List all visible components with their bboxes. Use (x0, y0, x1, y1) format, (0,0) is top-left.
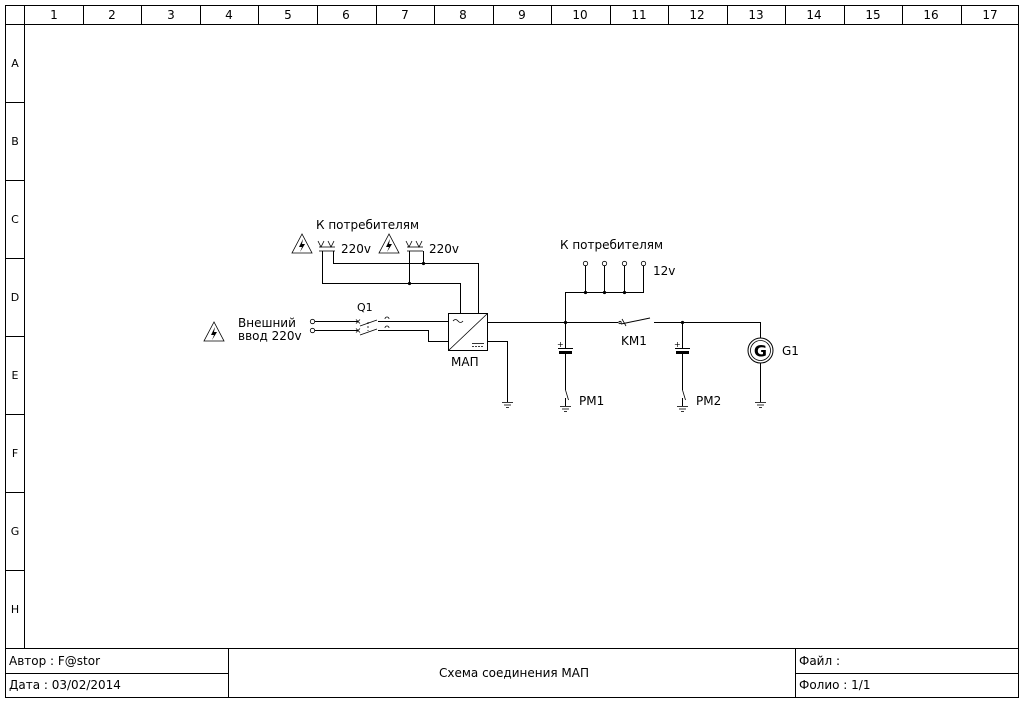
input-terminal (309, 318, 316, 325)
row-label: C (11, 213, 19, 226)
external-input-label: Внешний (238, 316, 296, 330)
voltage-12-label: 12v (653, 264, 675, 278)
socket-220-icon (405, 240, 423, 252)
high-voltage-warning-icon (203, 321, 225, 342)
ground-wiring (487, 341, 508, 402)
row-label: F (12, 447, 18, 460)
socket1-voltage: 220v (341, 242, 371, 256)
column-label: 5 (284, 8, 292, 22)
column-label: 10 (572, 8, 587, 22)
generator-symbol (747, 337, 774, 408)
column-label: 2 (108, 8, 116, 22)
column-label: 13 (748, 8, 763, 22)
ground-icon (502, 402, 513, 408)
external-input-label: ввод 220v (238, 329, 302, 343)
row-label: D (11, 291, 19, 304)
author-field: Автор : F@stor (9, 654, 100, 668)
row-ruler: A B C D E F G H (5, 57, 25, 616)
column-label: 14 (806, 8, 821, 22)
inverter-symbol (448, 313, 488, 351)
column-label: 1 (50, 8, 58, 22)
column-ruler: 1 2 3 4 5 6 7 8 9 10 11 12 13 14 15 16 1… (50, 5, 998, 25)
file-field: Файл : (799, 654, 840, 668)
high-voltage-warning-icon (378, 233, 400, 254)
battery-plus: + (674, 340, 681, 349)
schematic: К потребителям 220v 220v (203, 218, 799, 412)
battery-symbol (558, 322, 573, 412)
column-label: 16 (923, 8, 938, 22)
ac-output-wiring (322, 251, 479, 313)
row-label: A (11, 57, 19, 70)
column-label: 9 (518, 8, 526, 22)
battery1-label: PM1 (579, 394, 604, 408)
column-label: 17 (982, 8, 997, 22)
column-label: 7 (401, 8, 409, 22)
generator-label: G1 (782, 344, 799, 358)
battery2-label: PM2 (696, 394, 721, 408)
dc-consumer-terminals (565, 260, 647, 323)
generator-symbol-letter: G (754, 342, 767, 361)
contactor-label: KM1 (621, 334, 647, 348)
breaker-label: Q1 (357, 301, 373, 314)
column-label: 11 (631, 8, 646, 22)
row-label: H (11, 603, 19, 616)
row-label: B (11, 135, 19, 148)
column-label: 3 (167, 8, 175, 22)
input-terminal (309, 327, 316, 334)
consumers-12-label: К потребителям (560, 238, 663, 252)
socket-220-icon (317, 240, 335, 252)
row-label: G (11, 525, 20, 538)
circuit-breaker-symbol (315, 316, 449, 342)
column-label: 6 (342, 8, 350, 22)
column-label: 4 (225, 8, 233, 22)
column-label: 8 (459, 8, 467, 22)
title-block: Автор : F@stor Дата : 03/02/2014 Схема с… (5, 648, 1019, 698)
folio-field: Фолио : 1/1 (799, 678, 870, 692)
inverter-label: МАП (451, 355, 479, 369)
drawing-title: Схема соединения МАП (439, 666, 589, 680)
column-label: 12 (689, 8, 704, 22)
socket2-voltage: 220v (429, 242, 459, 256)
column-label: 15 (865, 8, 880, 22)
battery-plus: + (557, 340, 564, 349)
drawing-frame (5, 5, 1019, 698)
high-voltage-warning-icon (291, 233, 313, 254)
row-label: E (12, 369, 19, 382)
contactor-symbol (618, 317, 651, 327)
consumers-220-label: К потребителям (316, 218, 419, 232)
battery-symbol (675, 322, 690, 412)
date-field: Дата : 03/02/2014 (9, 678, 121, 692)
